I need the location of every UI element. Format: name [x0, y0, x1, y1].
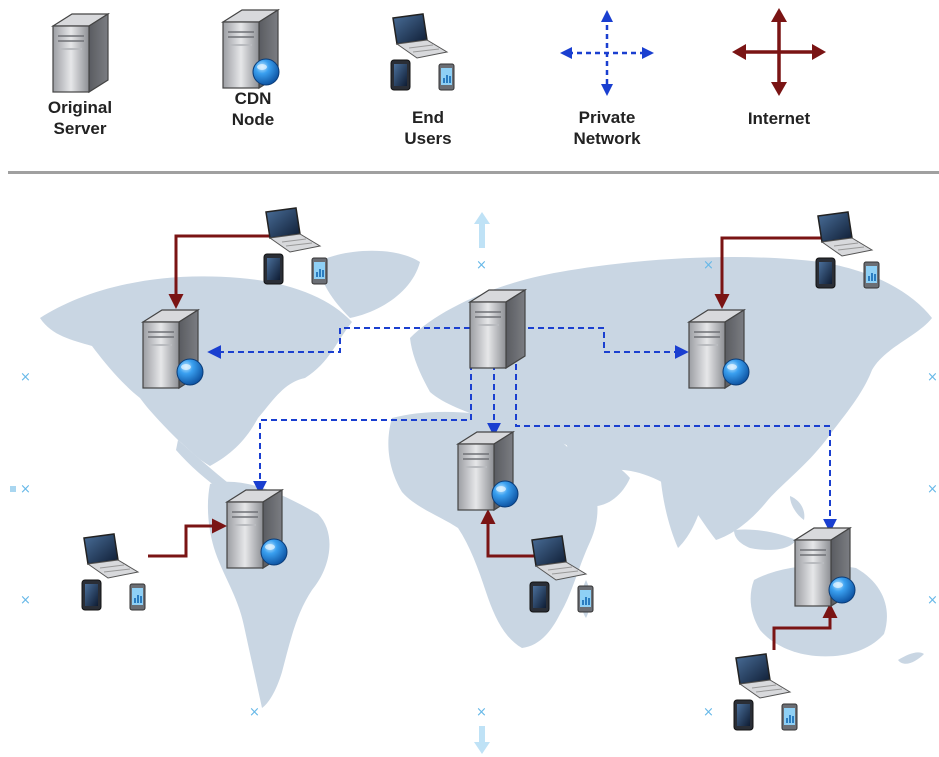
- legend-original-server: Original Server: [15, 0, 145, 170]
- legend-end-users: End Users: [363, 0, 493, 170]
- internet-link-africa: [480, 509, 540, 558]
- dashed-blue-four-way-arrow-icon: [560, 10, 654, 96]
- legend-label-line: Original: [47, 98, 113, 117]
- cdn-node-south-america[interactable]: [226, 489, 288, 569]
- legend-label-line: Node: [231, 110, 275, 129]
- legend-cdn-node-label: CDN Node: [188, 88, 318, 130]
- legend: Original Server CDN Node End Users: [0, 0, 939, 170]
- selection-handle: ×: [703, 705, 714, 720]
- internet-link-south-america: [148, 518, 227, 558]
- legend-internet-label: Internet: [714, 108, 844, 129]
- legend-label-line: Server: [53, 119, 107, 138]
- cdn-node-north-america[interactable]: [142, 309, 204, 389]
- legend-divider: [8, 171, 939, 174]
- legend-label-line: Internet: [747, 109, 811, 128]
- selection-handle: ×: [249, 705, 260, 720]
- internet-link-asia: [714, 236, 828, 309]
- selection-handle: ×: [927, 370, 938, 385]
- cdn-node-africa[interactable]: [457, 431, 519, 511]
- selection-handle: ×: [476, 705, 487, 720]
- red-four-way-arrow-icon: [732, 8, 826, 96]
- selection-handle: ×: [476, 258, 487, 273]
- selection-handle: ×: [927, 482, 938, 497]
- legend-private-network-label: Private Network: [542, 107, 672, 149]
- legend-label-line: CDN: [234, 89, 272, 108]
- selection-handle: ×: [20, 370, 31, 385]
- cdn-node-australia[interactable]: [794, 527, 856, 607]
- private-link-asia: [528, 327, 689, 359]
- legend-label-line: End: [411, 108, 445, 127]
- selection-handles: × × × × × × × × × × ×: [10, 212, 938, 754]
- legend-label-line: Users: [404, 129, 452, 148]
- internet-links: [148, 234, 838, 650]
- selection-handle: [10, 486, 16, 492]
- original-server-europe[interactable]: [469, 289, 526, 369]
- selection-handle: ×: [20, 593, 31, 608]
- selection-handle: ×: [703, 258, 714, 273]
- selection-handle: ×: [927, 593, 938, 608]
- legend-original-server-label: Original Server: [15, 97, 145, 139]
- end-users-north-america[interactable]: [263, 207, 328, 285]
- legend-cdn-node: CDN Node: [188, 0, 318, 170]
- private-link-south-america: [253, 364, 472, 495]
- private-link-australia: [515, 364, 837, 533]
- internet-link-australia: [772, 603, 838, 650]
- legend-private-network: Private Network: [542, 0, 672, 170]
- private-network-links: [207, 327, 837, 533]
- legend-label-line: Private: [578, 108, 636, 127]
- end-users-south-america[interactable]: [81, 533, 146, 611]
- cdn-node-asia[interactable]: [688, 309, 750, 389]
- resize-down-arrow-icon: [474, 726, 490, 754]
- end-users-australia[interactable]: [733, 653, 798, 731]
- selection-handle: ×: [20, 482, 31, 497]
- legend-internet: Internet: [714, 0, 844, 170]
- legend-label-line: Network: [573, 129, 641, 148]
- private-link-north-america: [207, 327, 470, 359]
- internet-link-north-america: [168, 234, 272, 309]
- legend-end-users-label: End Users: [363, 107, 493, 149]
- resize-up-arrow-icon: [474, 212, 490, 248]
